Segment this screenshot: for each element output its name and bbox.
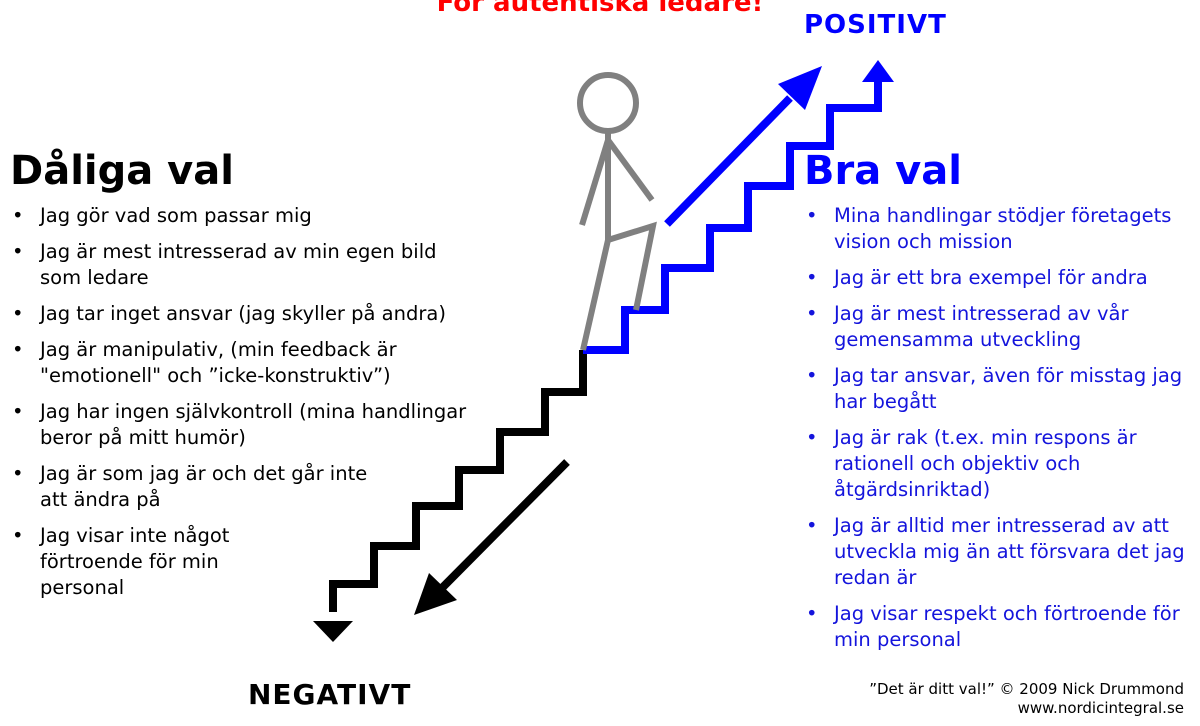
- negative-staircase: [329, 350, 587, 612]
- positive-staircase-arrowhead: [862, 60, 894, 82]
- negative-staircase-arrowhead: [313, 621, 353, 642]
- good-choices-heading: Bra val: [804, 148, 962, 194]
- stick-figure-back-arm: [579, 139, 611, 226]
- bad-choices-list: Jag gör vad som passar mig Jag är mest i…: [10, 203, 470, 611]
- bad-choice-item: Jag tar inget ansvar (jag skyller på and…: [10, 301, 470, 327]
- bad-choice-item: Jag är manipulativ, (min feedback är "em…: [10, 337, 470, 389]
- bad-choice-item: Jag har ingen självkontroll (mina handli…: [10, 399, 470, 451]
- stick-figure-front-arm: [605, 138, 655, 202]
- negative-label: NEGATIVT: [248, 678, 412, 711]
- footer-credit: ”Det är ditt val!” © 2009 Nick Drummond …: [700, 680, 1184, 718]
- diagram-title: För autentiska ledare!: [436, 0, 764, 18]
- stick-figure-back-leg: [580, 239, 611, 351]
- bad-choice-item: Jag är som jag är och det går inte att ä…: [10, 461, 400, 513]
- bad-choice-item: Jag gör vad som passar mig: [10, 203, 470, 229]
- positive-direction-arrow: [664, 95, 793, 227]
- good-choice-item: Jag är mest intresserad av vår gemensamm…: [804, 301, 1200, 353]
- good-choice-item: Jag är rak (t.ex. min respons är ratione…: [804, 425, 1200, 503]
- good-choice-item: Jag tar ansvar, även för misstag jag har…: [804, 363, 1200, 415]
- negative-direction-arrow: [437, 459, 570, 593]
- positive-label: POSITIVT: [804, 10, 947, 40]
- bad-choices-heading: Dåliga val: [10, 148, 234, 194]
- bad-choice-item: Jag är mest intresserad av min egen bild…: [10, 239, 470, 291]
- stick-figure: [577, 72, 657, 351]
- good-choices-list: Mina handlingar stödjer företagets visio…: [804, 203, 1200, 663]
- stick-figure-front-leg: [607, 221, 657, 311]
- negative-direction-arrowhead: [414, 573, 457, 615]
- bad-choice-item: Jag visar inte något förtroende för min …: [10, 523, 300, 601]
- website-link[interactable]: www.nordicintegral.se: [1017, 699, 1184, 717]
- good-choice-item: Jag är alltid mer intresserad av att utv…: [804, 513, 1200, 591]
- stick-figure-head: [577, 72, 639, 134]
- good-choice-item: Jag är ett bra exempel för andra: [804, 265, 1200, 291]
- copyright-text: ”Det är ditt val!” © 2009 Nick Drummond: [869, 680, 1184, 698]
- positive-direction-arrowhead: [778, 66, 822, 110]
- good-choice-item: Jag visar respekt och förtroende för min…: [804, 601, 1200, 653]
- good-choice-item: Mina handlingar stödjer företagets visio…: [804, 203, 1200, 255]
